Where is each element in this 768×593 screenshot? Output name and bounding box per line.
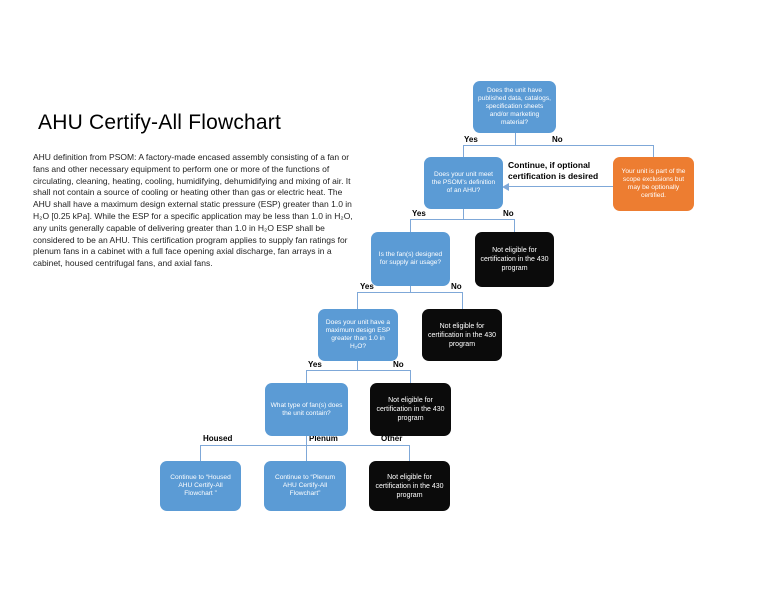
page-title: AHU Certify-All Flowchart	[38, 111, 282, 134]
edge-label-no-3: No	[451, 282, 462, 291]
node-not-eligible-3: Not eligible for certification in the 43…	[370, 383, 451, 436]
edge-label-yes-4: Yes	[308, 360, 322, 369]
connector-r1-no-drop	[653, 145, 655, 157]
connector-r4-branch	[306, 370, 411, 372]
connector-r5-branch	[200, 445, 410, 447]
node-published-materials: Does the unit have published data, catal…	[473, 81, 556, 133]
optional-certification-note: Continue, if optional certification is d…	[508, 160, 599, 181]
connector-r5-plenum-drop	[306, 445, 308, 461]
connector-r4-yes-drop	[306, 370, 308, 383]
connector-r2-yes-drop	[410, 219, 412, 232]
ahu-definition-paragraph: AHU definition from PSOM: A factory-made…	[33, 152, 353, 269]
node-not-eligible-1: Not eligible for certification in the 43…	[475, 232, 554, 287]
connector-r2-stem	[463, 209, 465, 219]
edge-label-yes-3: Yes	[360, 282, 374, 291]
edge-label-plenum: Plenum	[309, 434, 338, 443]
connector-r5-stem	[306, 436, 308, 445]
node-psom-definition: Does your unit meet the PSOM’s definitio…	[424, 157, 503, 209]
connector-r2-branch	[410, 219, 515, 221]
edge-label-no-4: No	[393, 360, 404, 369]
node-max-design-esp: Does your unit have a maximum design ESP…	[318, 309, 398, 361]
connector-optional-arrow-line	[508, 186, 613, 188]
node-not-eligible-4: Not eligible for certification in the 43…	[369, 461, 450, 511]
arrowhead-left-icon	[502, 183, 509, 191]
node-supply-air-usage: Is the fan(s) designed for supply air us…	[371, 232, 450, 286]
connector-r4-stem	[357, 361, 359, 370]
edge-label-other: Other	[381, 434, 403, 443]
node-continue-plenum: Continue to “Plenum AHU Certify-All Flow…	[264, 461, 346, 511]
node-fan-type: What type of fan(s) does the unit contai…	[265, 383, 348, 436]
connector-r3-branch	[357, 292, 463, 294]
connector-r2-no-drop	[514, 219, 516, 232]
node-not-eligible-2: Not eligible for certification in the 43…	[422, 309, 502, 361]
connector-r4-no-drop	[410, 370, 412, 383]
node-scope-exclusions: Your unit is part of the scope exclusion…	[613, 157, 694, 211]
edge-label-yes-1: Yes	[464, 135, 478, 144]
connector-r3-stem	[410, 286, 412, 292]
node-continue-housed: Continue to “Housed AHU Certify-All Flow…	[160, 461, 241, 511]
edge-label-housed: Housed	[203, 434, 233, 443]
connector-r5-housed-drop	[200, 445, 202, 461]
connector-r3-no-drop	[462, 292, 464, 309]
edge-label-no-2: No	[503, 209, 514, 218]
connector-r1-yes-drop	[463, 145, 465, 157]
connector-r1-stem	[515, 132, 517, 146]
connector-r1-branch	[463, 145, 654, 147]
connector-r3-yes-drop	[357, 292, 359, 309]
connector-r5-other-drop	[409, 445, 411, 461]
edge-label-no-1: No	[552, 135, 563, 144]
edge-label-yes-2: Yes	[412, 209, 426, 218]
